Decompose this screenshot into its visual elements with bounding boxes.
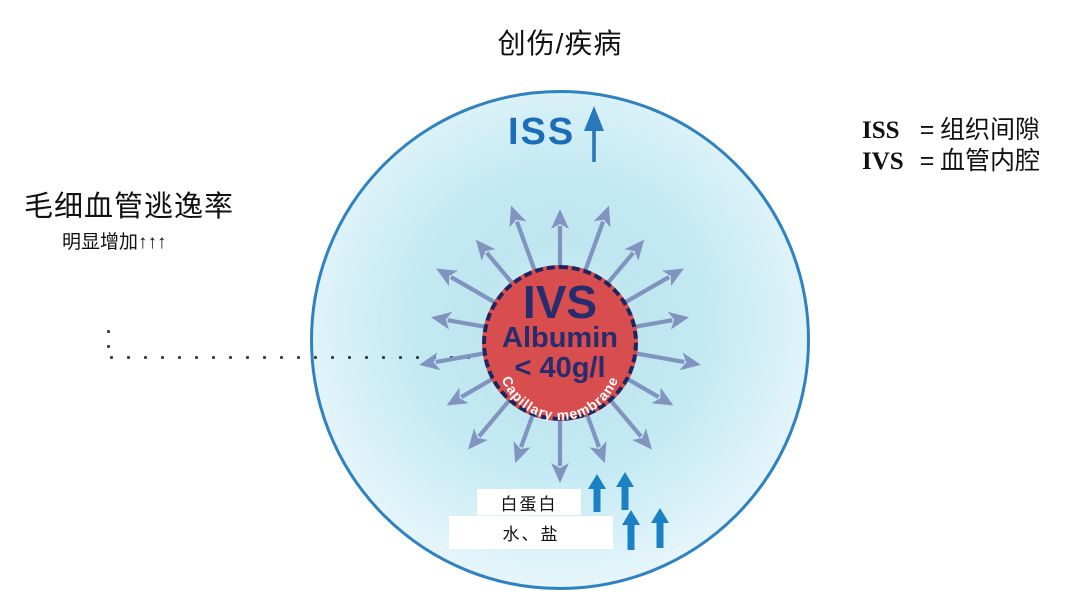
radial-arrow: [419, 350, 492, 371]
marked-increase-label: 明显增加↑↑↑: [62, 232, 167, 253]
diagram-title: 创伤/疾病: [497, 28, 623, 59]
legend: ISS = 组织间隙 IVS = 血管内腔: [862, 110, 1040, 175]
legend-row-iss: ISS = 组织间隙: [862, 110, 1040, 144]
radial-arrow: [475, 239, 517, 288]
capillary-escape-rate-label: 毛细血管逃逸率: [24, 191, 235, 223]
legend-abbr-ivs: IVS: [862, 148, 904, 175]
radial-arrow: [603, 239, 645, 288]
ivs-intravascular-circle: IVS Albumin < 40g/l: [482, 265, 638, 421]
legend-equals: =: [919, 147, 935, 175]
radial-arrow: [509, 205, 539, 275]
leader-dots-vertical: [106, 324, 111, 360]
albumin-text: Albumin: [502, 322, 618, 354]
albumin-increase-arrows-icon: [588, 472, 634, 512]
legend-meaning-ivs: 血管内腔: [940, 147, 1041, 175]
legend-equals: =: [919, 116, 935, 144]
iss-up-arrow-icon: [584, 106, 605, 162]
leader-dots-horizontal: [103, 355, 485, 360]
radial-arrow: [619, 268, 684, 307]
albumin-label-box: 白蛋白: [477, 489, 581, 515]
iss-label: ISS: [508, 111, 576, 153]
legend-meaning-iss: 组织间隙: [940, 116, 1041, 144]
legend-row-ivs: IVS = 血管内腔: [862, 141, 1040, 175]
albumin-label: 白蛋白: [500, 494, 558, 514]
albumin-threshold-text: < 40g/l: [514, 352, 606, 384]
ivs-label: IVS: [522, 276, 598, 328]
iss-label-group: ISS: [508, 104, 605, 164]
water-salt-label: 水、盐: [502, 525, 560, 544]
radial-arrow: [581, 205, 611, 275]
water-salt-increase-arrows-icon: [622, 508, 669, 550]
radial-arrow: [628, 350, 701, 371]
water-salt-label-box: 水、盐: [449, 516, 613, 549]
radial-leak-arrows: [419, 205, 701, 483]
radial-arrow: [436, 268, 501, 307]
legend-abbr-iss: ISS: [862, 117, 900, 144]
